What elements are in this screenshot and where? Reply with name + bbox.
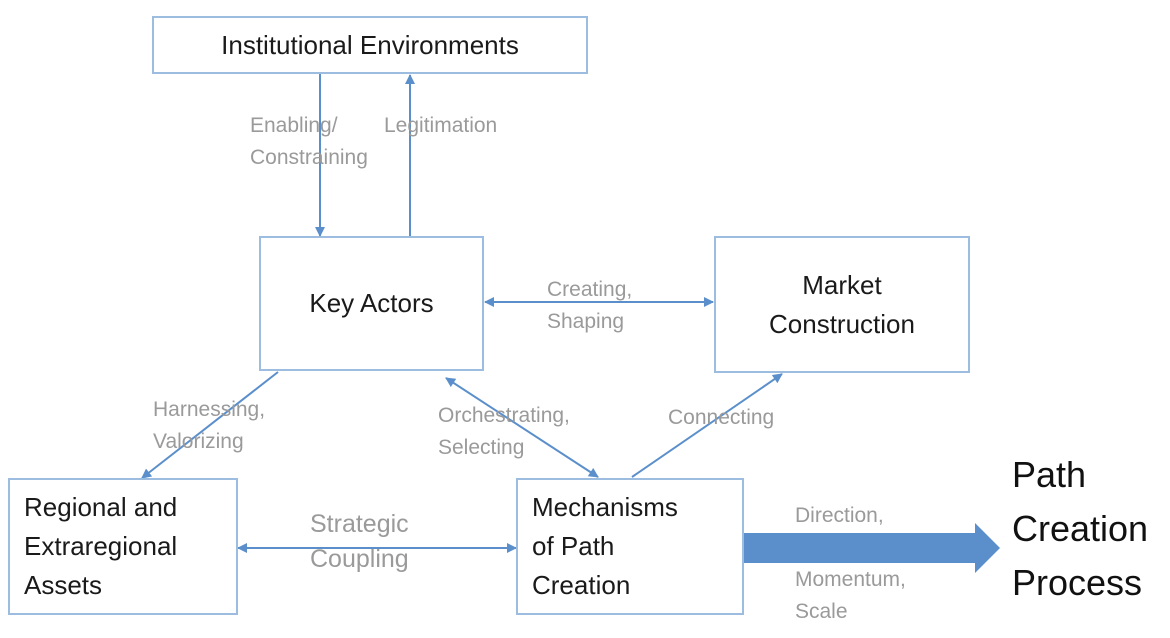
- key-actors-text: Key Actors: [309, 288, 434, 318]
- label-legitimation: Legitimation: [384, 114, 498, 137]
- label-creating-shaping: Creating, Shaping: [547, 278, 633, 333]
- box-mechanisms: Mechanisms of Path Creation: [516, 478, 744, 615]
- arrow-output: [744, 523, 1000, 573]
- label-connecting: Connecting: [668, 406, 775, 429]
- label-orchestrating-selecting: Orchestrating, Selecting: [438, 404, 570, 459]
- institutional-environments-text: Institutional Environments: [221, 29, 519, 60]
- box-market-construction: Market Construction: [714, 236, 970, 373]
- arrow-harnessing: [141, 371, 279, 479]
- label-strategic-coupling: Strategic Coupling: [310, 510, 409, 573]
- label-enabling-constraining: Enabling/ Constraining: [250, 114, 368, 169]
- label-momentum-scale: Momentum, Scale: [795, 568, 906, 623]
- box-key-actors: Key Actors: [259, 236, 484, 371]
- label-direction: Direction,: [795, 504, 884, 527]
- label-harnessing-valorizing: Harnessing, Valorizing: [153, 398, 266, 453]
- regional-assets-text: Regional and Extraregional Assets: [24, 492, 178, 600]
- arrow-connecting: [631, 373, 783, 478]
- box-institutional-environments: Institutional Environments: [152, 16, 588, 74]
- arrow-orchestrating: [445, 377, 599, 478]
- mechanisms-text: Mechanisms of Path Creation: [532, 492, 678, 600]
- outcome-path-creation-process: Path Creation Process: [1012, 454, 1149, 603]
- box-regional-assets: Regional and Extraregional Assets: [8, 478, 238, 615]
- market-construction-text: Market Construction: [769, 269, 915, 339]
